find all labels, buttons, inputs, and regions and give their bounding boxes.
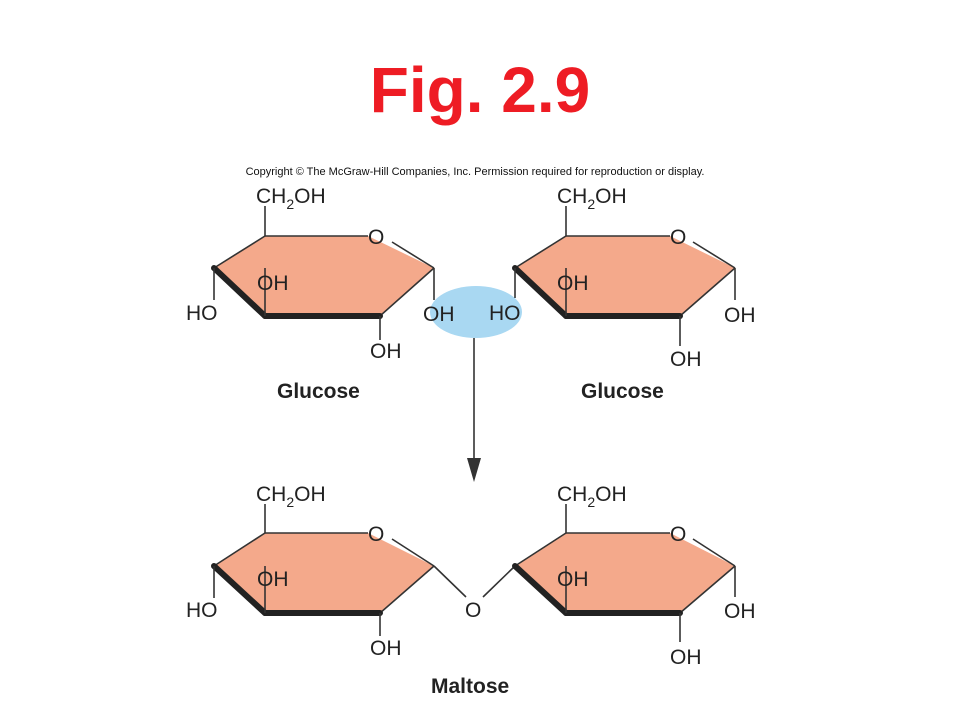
ho-label: HO [186,302,218,325]
oh-label: OH [257,568,289,591]
glucose-right-name: Glucose [581,380,664,403]
oh-label: OH [670,646,702,669]
ho-label: HO [186,599,218,622]
glucose-ring-top-right: CH2OH O OH HO OH OH [489,185,756,371]
oh-label: OH [557,568,589,591]
reacting-ho-label: HO [489,302,521,325]
ch2oh-label: CH2OH [557,185,627,212]
glycosidic-bond-right [482,565,516,598]
copyright-notice: Copyright © The McGraw-Hill Companies, I… [245,166,705,178]
dehydration-highlight [430,286,522,338]
oh-label: OH [257,272,289,295]
maltose-ring-right: CH2OH O OH OH OH [512,483,756,669]
oh-label: OH [724,304,756,327]
glucose-ring-top-left: CH2OH O OH HO OH OH [186,185,455,363]
maltose-name: Maltose [431,675,509,698]
oh-label: OH [557,272,589,295]
ch2oh-label: CH2OH [557,483,627,510]
slide-title: Fig. 2.9 [369,54,591,126]
oh-label: OH [370,340,402,363]
glucose-left-name: Glucose [277,380,360,403]
ch2oh-label: CH2OH [256,185,326,212]
ring-oxygen-label: O [670,523,686,546]
maltose-ring-left: CH2OH O OH HO OH [186,483,435,660]
ring-oxygen-label: O [368,226,384,249]
oh-label: OH [670,348,702,371]
glycosidic-bond-left [433,565,467,598]
oh-label: OH [724,600,756,623]
glycosidic-oxygen-label: O [465,599,481,622]
ch2oh-label: CH2OH [256,483,326,510]
oh-label: OH [370,637,402,660]
reaction-arrow-head [467,458,481,482]
ring-oxygen-label: O [368,523,384,546]
ring-oxygen-label: O [670,226,686,249]
reacting-oh-label: OH [423,303,455,326]
